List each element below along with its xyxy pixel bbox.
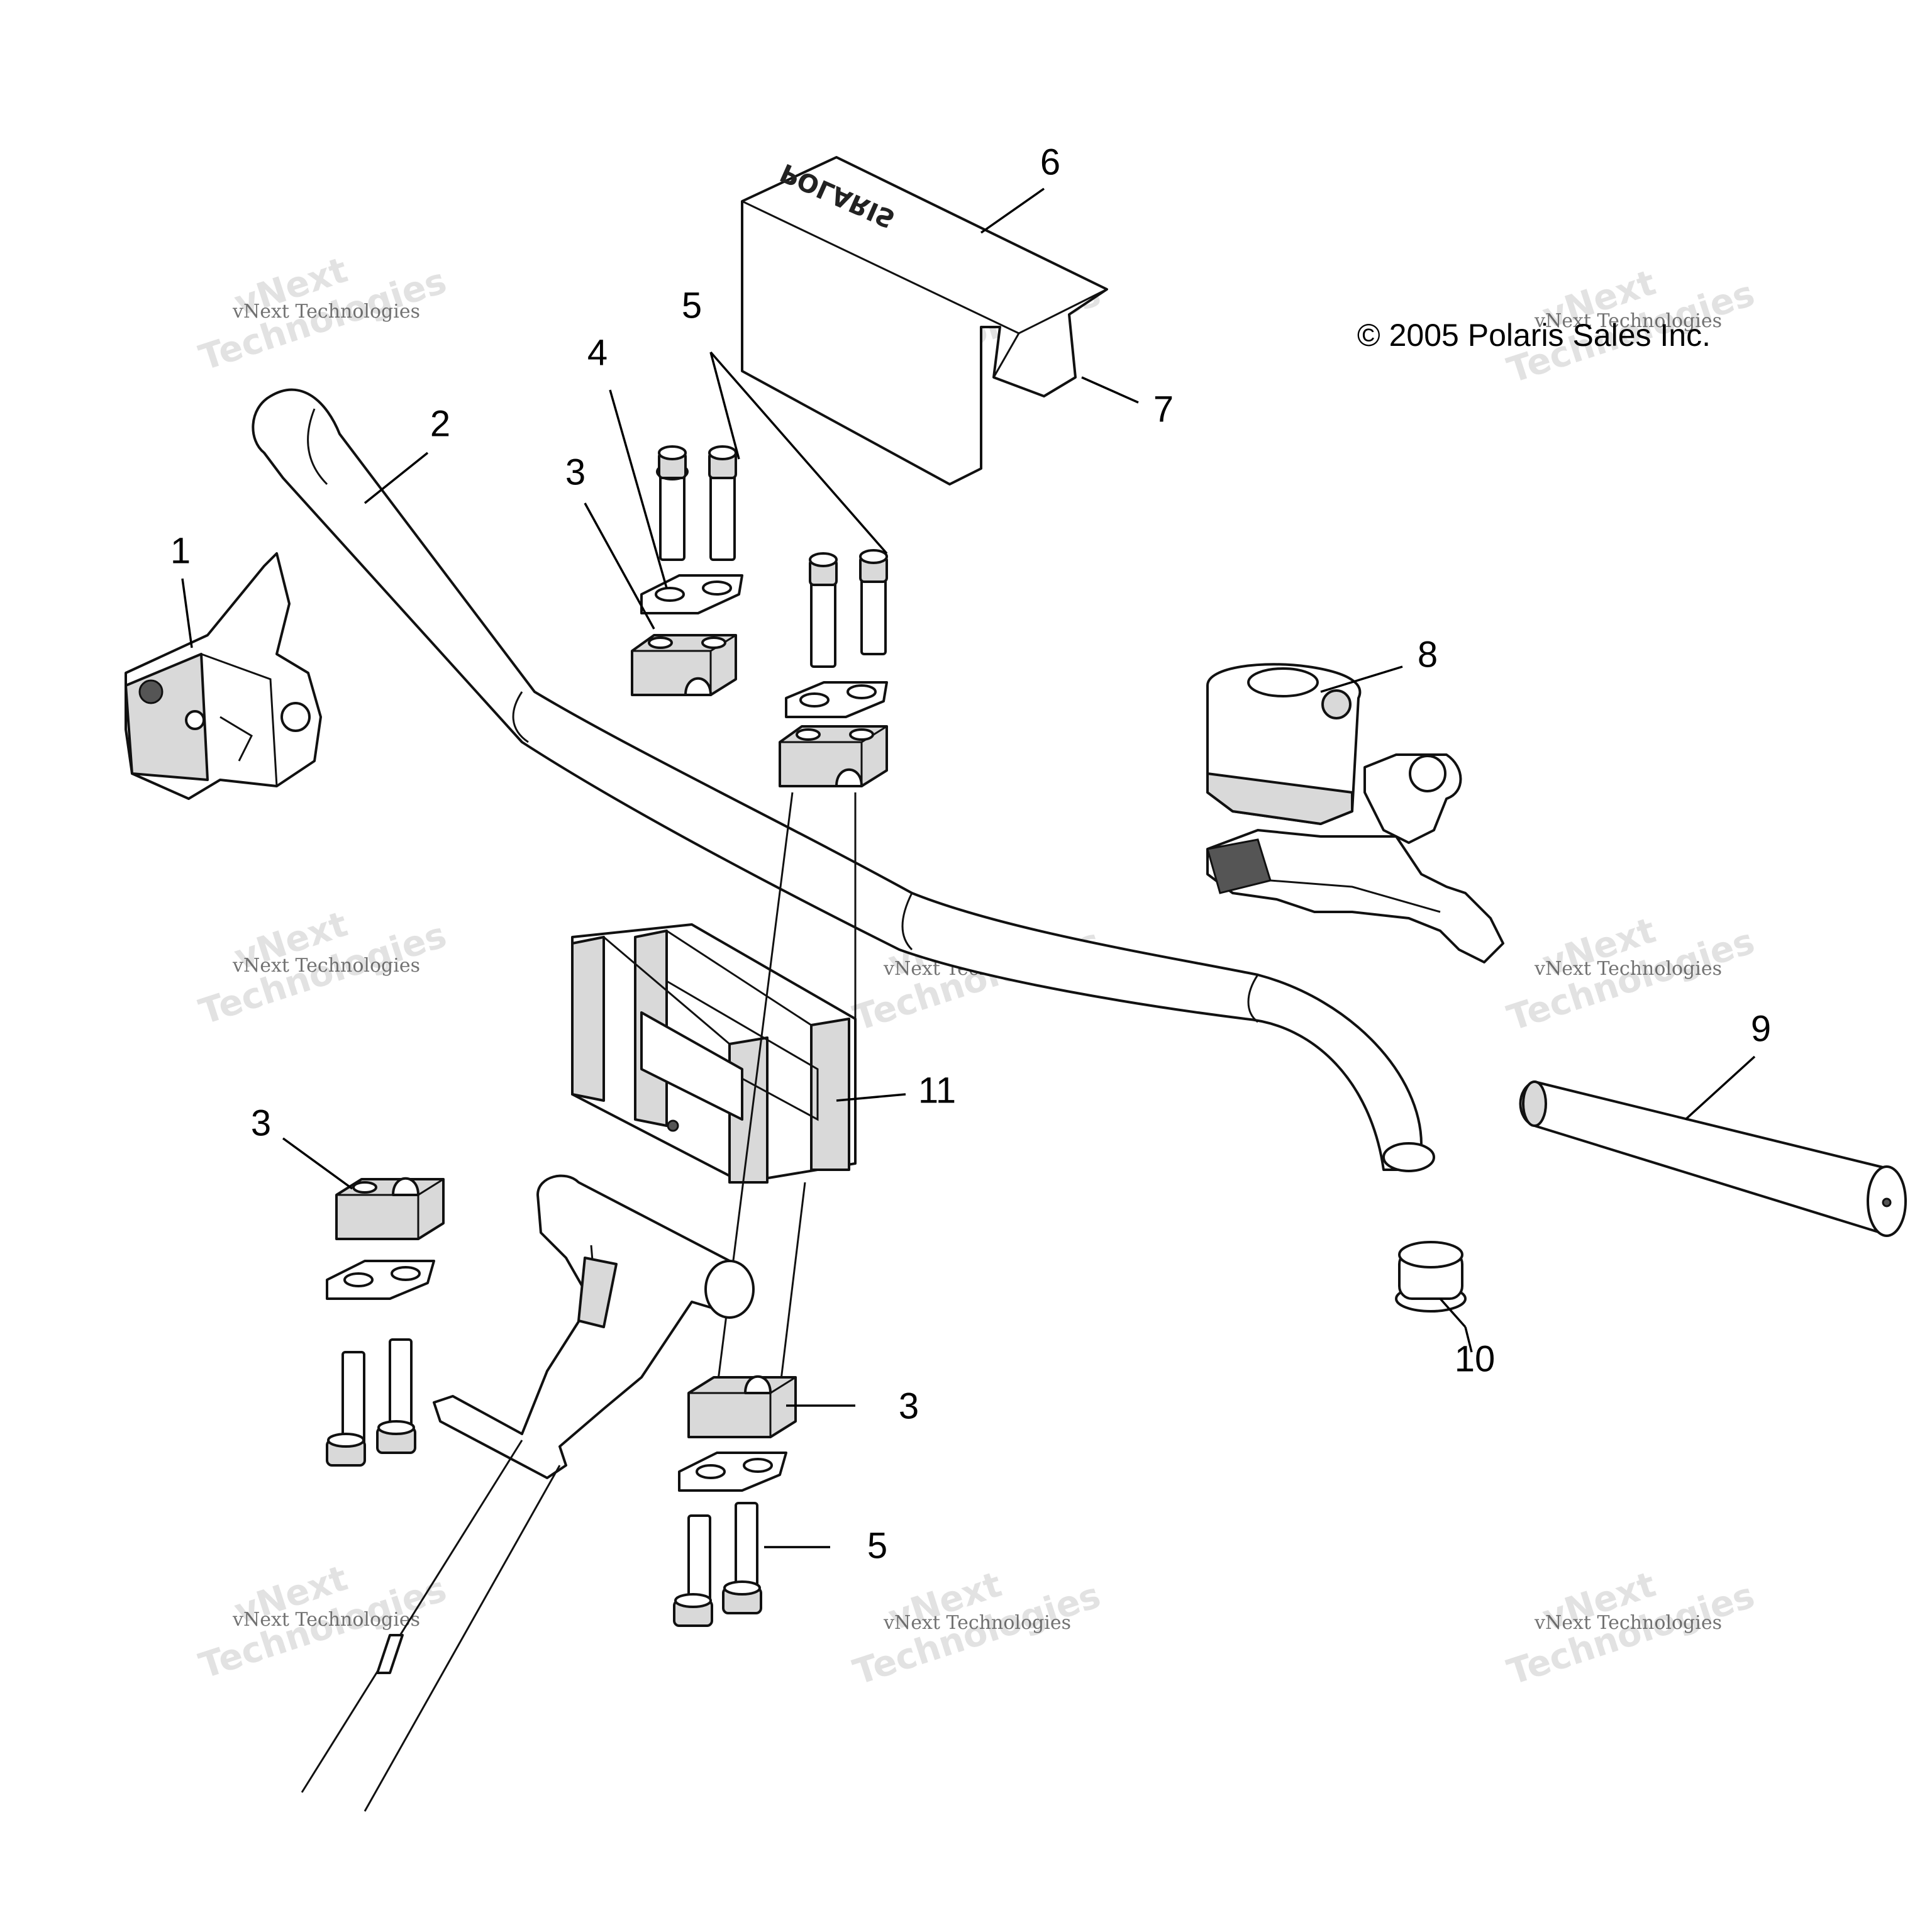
part-left-plate	[326, 1260, 435, 1300]
watermark-small: vNext Technologies	[1534, 310, 1722, 332]
callout-6: 6	[1040, 142, 1060, 182]
part-grip	[1519, 1080, 1907, 1237]
callout-9: 9	[1751, 1008, 1771, 1049]
watermark-small: vNext Technologies	[1534, 958, 1722, 980]
callout-4: 4	[587, 332, 608, 373]
watermark-small: vNext Technologies	[883, 1612, 1071, 1634]
callout-3-bottom: 3	[899, 1385, 919, 1426]
callout-5-bottom: 5	[867, 1525, 887, 1566]
part-steering-post	[301, 1174, 755, 1812]
part-left-switch	[125, 552, 322, 800]
part-top-left-plate	[640, 574, 743, 614]
part-master-cylinder	[1206, 663, 1504, 963]
part-end-plug	[1395, 1241, 1467, 1313]
callout-11: 11	[918, 1070, 956, 1111]
leader-lines	[181, 187, 1756, 1548]
part-top-right-bolts	[809, 549, 888, 668]
callout-3-left: 3	[251, 1102, 271, 1143]
watermark-small: vNext Technologies	[232, 1609, 420, 1631]
part-bottom-plate	[678, 1452, 787, 1492]
part-riser-block	[571, 923, 857, 1184]
part-bottom-clamp	[687, 1375, 797, 1438]
part-top-left-bolts	[656, 445, 737, 561]
watermark-small: vNext Technologies	[1534, 1612, 1722, 1634]
callout-1: 1	[170, 530, 191, 571]
part-top-left-clamp	[631, 634, 737, 696]
guide-line	[779, 1182, 806, 1391]
part-top-right-clamp	[779, 725, 888, 787]
watermark-small: vNext Technologies	[232, 301, 420, 323]
callout-10: 10	[1455, 1338, 1496, 1379]
part-top-right-plate	[785, 681, 888, 718]
part-bottom-bolts	[673, 1502, 762, 1627]
callout-8: 8	[1418, 634, 1438, 675]
part-left-clamp	[335, 1177, 445, 1240]
watermark-small: vNext Technologies	[232, 955, 420, 977]
callout-7: 7	[1153, 389, 1174, 430]
callout-3-top: 3	[565, 452, 586, 492]
part-handlebar	[252, 388, 1435, 1172]
copyright-text: © 2005 Polaris Sales Inc.	[1357, 318, 1711, 353]
part-left-bolts	[326, 1338, 416, 1467]
callout-2: 2	[430, 403, 450, 444]
part-handlebar-pad: POLARIS	[741, 156, 1108, 486]
callout-5-top: 5	[682, 285, 702, 326]
